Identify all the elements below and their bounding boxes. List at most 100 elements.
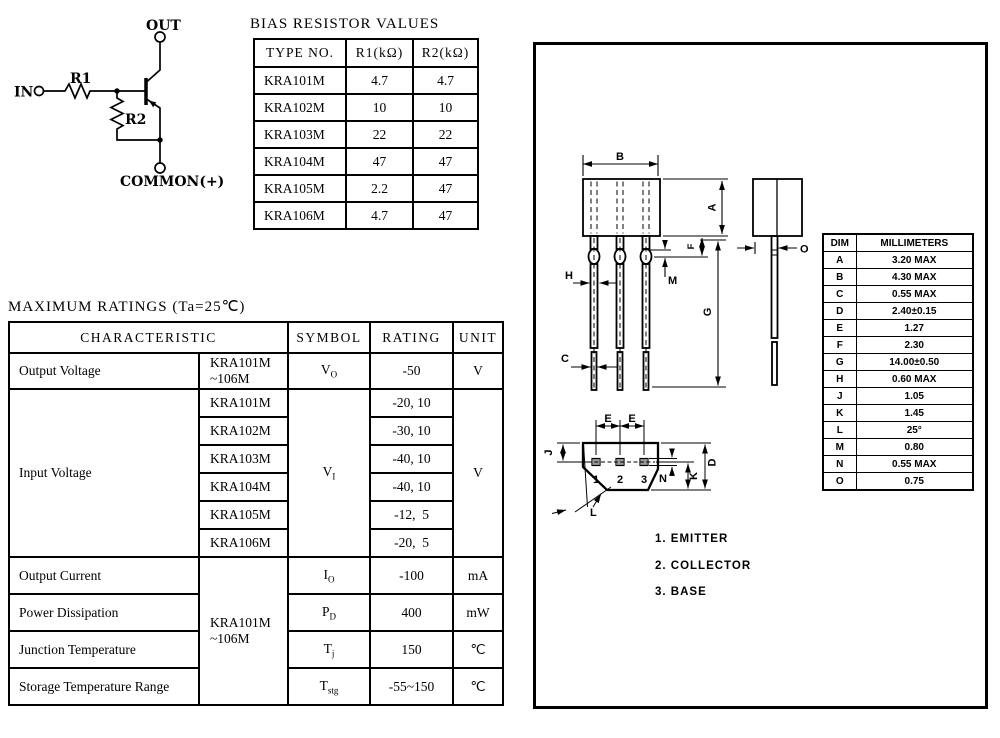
dim-cell: K <box>822 404 857 422</box>
rating-cell: -55~150 <box>369 667 455 706</box>
r2-cell: 47 <box>412 174 479 203</box>
front-view: B A F M H G C <box>561 151 728 391</box>
mm-cell: 1.27 <box>855 319 974 337</box>
symbol-cell: Tj <box>287 630 372 669</box>
dim-label-n: N <box>659 473 667 485</box>
junction-dot <box>114 88 120 94</box>
rating-cell: -12, 5 <box>369 500 455 530</box>
dim-cell: G <box>822 353 857 371</box>
rating-cell: -40, 10 <box>369 444 455 474</box>
symbol-cell: VI <box>287 388 372 558</box>
dim-cell: J <box>822 387 857 405</box>
dim-label-f: F <box>686 243 697 249</box>
rating-cell: -50 <box>369 352 455 390</box>
type-cell: KRA103M <box>253 120 347 149</box>
front-view-outline <box>582 178 661 391</box>
type-cell: KRA101M ~106M <box>197 352 290 390</box>
symbol-cell: IO <box>287 556 372 595</box>
r1-cell: 4.7 <box>345 201 414 230</box>
front-view-dimensions <box>571 155 728 388</box>
dim-label-o: O <box>800 244 809 256</box>
junction-dot <box>157 137 163 143</box>
side-view-dimensions <box>737 242 797 254</box>
type-cell: KRA103M <box>197 444 290 474</box>
r1-cell: 4.7 <box>345 66 414 95</box>
table-row: KRA102M 10 10 <box>253 93 479 122</box>
dim-cell: A <box>822 251 857 269</box>
out-label: OUT <box>146 18 181 34</box>
col-dim: DIM <box>822 233 857 252</box>
maximum-ratings-table: CHARACTERISTIC SYMBOL RATING UNIT Output… <box>7 321 505 706</box>
bottom-view-labels: 1 2 3 E E J N K D L <box>543 413 719 519</box>
r1-cell: 22 <box>345 120 414 149</box>
front-view-hidden-lines <box>590 181 650 388</box>
front-view-labels: B A F M H G C <box>561 151 719 365</box>
type-cell: KRA104M <box>253 147 347 176</box>
mm-cell: 0.60 MAX <box>855 370 974 388</box>
r1-cell: 2.2 <box>345 174 414 203</box>
table-row: KRA105M -12, 5 <box>9 500 503 530</box>
type-cell: KRA102M <box>253 93 347 122</box>
r2-cell: 22 <box>412 120 479 149</box>
table-row: KRA104M 47 47 <box>253 147 479 176</box>
side-view: O <box>737 178 809 386</box>
col-unit: UNIT <box>452 321 505 354</box>
mm-cell: 4.30 MAX <box>855 268 974 286</box>
pin-number-2: 2 <box>617 474 623 486</box>
legend-base: 3. BASE <box>655 586 707 598</box>
r2-cell: 10 <box>412 93 479 122</box>
table-row: Power Dissipation PD 400 mW <box>8 593 505 632</box>
symbol-cell: VO <box>287 352 372 390</box>
unit-cell: mW <box>452 593 505 632</box>
type-cell: KRA105M <box>253 174 347 203</box>
mm-cell: 3.20 MAX <box>855 251 974 269</box>
dim-label-g: G <box>702 308 714 317</box>
type-line: KRA101M <box>210 614 271 630</box>
bottom-view-pins <box>591 457 649 467</box>
r2-label: R2 <box>125 112 146 128</box>
col-r2: R2(kΩ) <box>412 38 479 68</box>
package-outline-panel <box>533 42 988 709</box>
dim-label-j: J <box>543 449 555 455</box>
mm-cell: 0.55 MAX <box>855 285 974 303</box>
pnp-emitter-arrow <box>149 100 157 108</box>
table-row: KRA103M -40, 10 <box>9 444 503 474</box>
pin-number-1: 1 <box>593 474 599 486</box>
mm-cell: 1.45 <box>855 404 974 422</box>
col-symbol: SYMBOL <box>287 321 372 354</box>
ratings-table-title: MAXIMUM RATINGS (Ta=25℃) <box>8 299 246 315</box>
bottom-view-outline <box>581 441 660 492</box>
table-row: KRA106M 4.7 47 <box>253 201 479 230</box>
table-header-row: CHARACTERISTIC SYMBOL RATING UNIT <box>7 321 505 354</box>
type-cell: KRA101M ~106M <box>197 556 290 706</box>
pin-legend: 1. EMITTER 2. COLLECTOR 3. BASE <box>655 533 750 598</box>
r1-resistor <box>43 81 146 101</box>
type-line: KRA101M <box>210 354 271 370</box>
emitter-wire <box>146 98 161 163</box>
unit-cell: V <box>452 352 505 390</box>
dim-cell: N <box>822 455 857 473</box>
dim-label-c: C <box>561 353 569 365</box>
dim-cell: F <box>822 336 857 354</box>
dim-cell: B <box>822 268 857 286</box>
in-label: IN <box>14 85 34 101</box>
table-row: Junction Temperature Tj 150 ℃ <box>8 630 505 669</box>
unit-cell: V <box>452 388 505 558</box>
dim-cell: E <box>822 319 857 337</box>
common-terminal <box>154 162 166 174</box>
col-r1: R1(kΩ) <box>345 38 414 68</box>
mm-cell: 25° <box>855 421 974 439</box>
table-row: KRA101M 4.7 4.7 <box>253 66 479 95</box>
dim-cell: C <box>822 285 857 303</box>
mm-cell: 14.00±0.50 <box>855 353 974 371</box>
unit-cell: ℃ <box>452 630 505 669</box>
